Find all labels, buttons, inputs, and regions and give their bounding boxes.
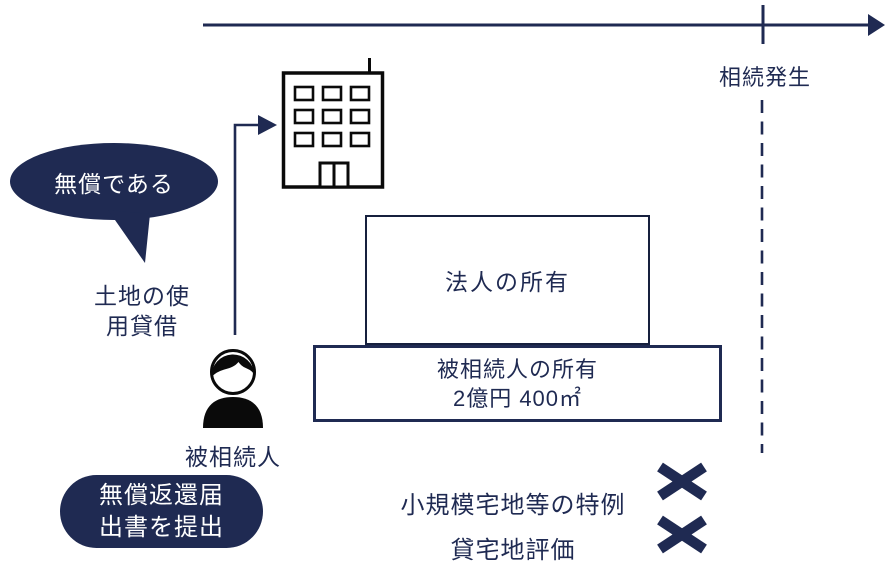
person-label: 被相続人: [185, 444, 281, 470]
denied-item-leased-land-valuation: 貸宅地評価: [450, 537, 576, 564]
decedent-land-line2: 2億円 400㎡: [452, 385, 583, 411]
office-building-icon: [281, 58, 385, 189]
timeline-arrowhead-icon: [868, 14, 885, 36]
corporate-ownership-box: 法人の所有: [365, 215, 650, 345]
lease-arrowhead-icon: [258, 115, 277, 135]
decedent-land-line1: 被相続人の所有: [436, 356, 598, 382]
notification-badge-line2: 出書を提出: [99, 513, 224, 541]
notification-badge-line1: 無償返還届: [99, 481, 224, 509]
corporate-ownership-label: 法人の所有: [445, 269, 570, 295]
event-label: 相続発生: [718, 65, 811, 90]
lease-arrow-icon: [233, 115, 277, 335]
cross-icon: [657, 462, 707, 501]
land-loan-caption: 土地の使 用貸借: [52, 281, 232, 341]
cross-icon: [657, 515, 707, 554]
land-loan-line2: 用貸借: [106, 313, 178, 339]
decedent-land-box: 被相続人の所有 2億円 400㎡: [313, 345, 722, 422]
timeline-axis-icon: [203, 5, 885, 44]
event-dashed-line-icon: [760, 100, 764, 453]
speech-bubble-tail-icon: [108, 210, 150, 263]
denied-item-special-provision: 小規模宅地等の特例: [400, 492, 626, 519]
land-loan-line1: 土地の使: [94, 283, 190, 309]
notification-badge: 無償返還届 出書を提出: [60, 475, 263, 548]
speech-bubble-text: 無償である: [54, 170, 174, 197]
speech-bubble: 無償である: [10, 143, 218, 220]
person-bust-icon: [203, 349, 263, 428]
